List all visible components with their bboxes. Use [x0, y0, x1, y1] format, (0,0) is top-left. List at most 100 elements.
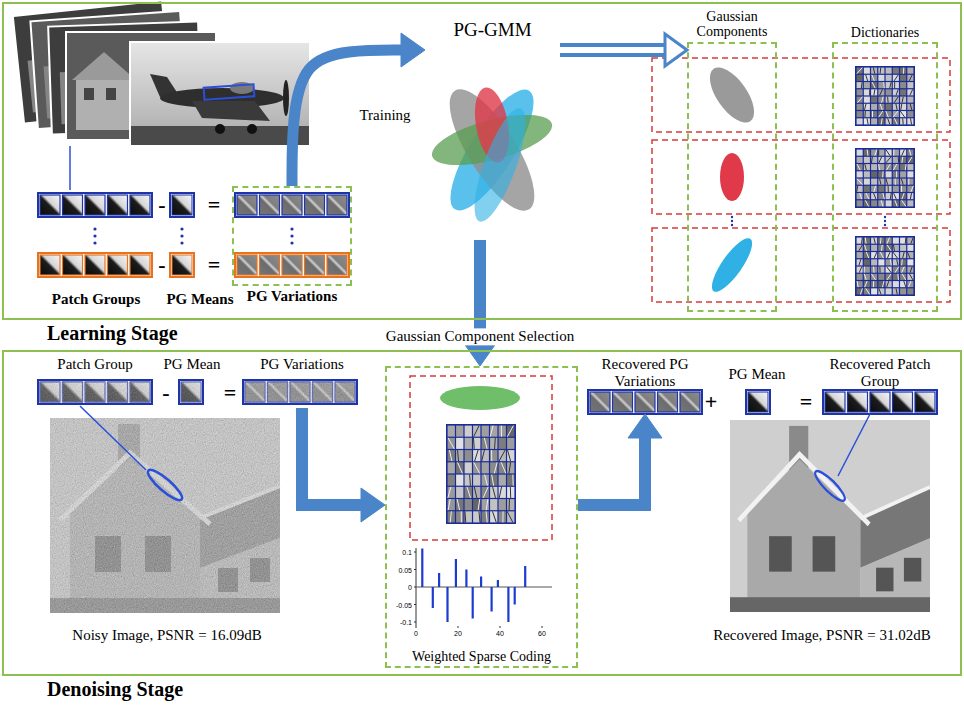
- dictionary-atom: [886, 89, 892, 95]
- atom-stripe: [890, 193, 892, 199]
- dictionary-atom: [490, 511, 497, 522]
- atom-stripe: [865, 200, 868, 206]
- dictionary-atom: [878, 252, 884, 258]
- dictionary-atom: [907, 245, 913, 251]
- atom-stripe: [507, 511, 513, 522]
- dictionary-atom: [900, 157, 906, 163]
- dictionary-atom: [907, 97, 913, 103]
- dictionary-atom: [900, 111, 906, 117]
- dictionary-atom: [507, 450, 514, 461]
- atom-stripe: [448, 487, 451, 498]
- atom-stripe: [473, 438, 475, 449]
- dictionary-atom: [465, 438, 472, 449]
- dictionary-atom: [871, 118, 877, 124]
- dictionary-atom: [886, 75, 892, 81]
- dictionary-atom: [886, 267, 892, 273]
- operator-symbol: -: [162, 382, 169, 404]
- group-mean-set: PG Mean: [722, 354, 792, 414]
- coefficient-bar: [446, 587, 448, 622]
- continuation-dot: [93, 241, 96, 244]
- dictionary-atom: [886, 252, 892, 258]
- atom-stripe: [886, 179, 888, 185]
- noise-overlay: [40, 382, 150, 402]
- plane-wing: [192, 101, 270, 121]
- coefficient-bar: [524, 566, 526, 587]
- dictionary-atom: [907, 200, 913, 206]
- dictionary-atom: [900, 259, 906, 265]
- group-mean-set: PG Means: [162, 188, 238, 310]
- atom-stripe: [896, 104, 897, 110]
- dictionary-atom: [893, 281, 899, 287]
- dictionary-atom: [878, 68, 884, 74]
- dictionary-atom: [864, 179, 870, 185]
- dictionary-atom: [499, 487, 506, 498]
- dictionary-atom: [900, 75, 906, 81]
- image-patch: [305, 255, 325, 275]
- atom-stripe: [474, 426, 479, 437]
- dictionary-atom: [857, 186, 863, 192]
- atom-stripe: [908, 157, 912, 163]
- tick-mark: [500, 626, 501, 628]
- dictionary-atoms: [446, 424, 516, 524]
- atom-stripe: [864, 111, 865, 117]
- component-column: Gaussian Components: [687, 42, 777, 312]
- dictionary-atom: [878, 111, 884, 117]
- dictionary-atom: [886, 164, 892, 170]
- coefficient-bar: [472, 587, 474, 619]
- dictionary-atom: [507, 475, 514, 486]
- axis-tick-label: 0: [408, 584, 412, 591]
- dictionary-atom: [900, 200, 906, 206]
- dictionary-atom: [893, 259, 899, 265]
- dictionary-atom: [871, 164, 877, 170]
- dictionary-atom: [878, 193, 884, 199]
- gaussian-component: [705, 233, 758, 297]
- dictionary-atom: [900, 193, 906, 199]
- dictionary-atom: [864, 186, 870, 192]
- dictionary-atom: [864, 118, 870, 124]
- atom-stripe: [894, 75, 898, 81]
- dictionary-atom: [507, 462, 514, 473]
- atom-stripe: [888, 118, 890, 124]
- atom-stripe: [866, 288, 870, 294]
- dictionary-atom: [864, 267, 870, 273]
- dictionary-atom: [871, 267, 877, 273]
- atom-stripe: [475, 450, 478, 461]
- dictionary-atom: [907, 259, 913, 265]
- atom-stripe: [490, 426, 493, 437]
- gaussian-component: [701, 60, 762, 130]
- image-patch: [130, 255, 150, 275]
- dictionary-atom: [507, 511, 514, 522]
- dictionary-atom: [907, 157, 913, 163]
- axis-tick-label: -0.05: [396, 601, 412, 608]
- atom-stripe: [509, 499, 510, 510]
- gaussian-component: [440, 386, 520, 410]
- dictionary-atom: [857, 164, 863, 170]
- image-patch: [590, 392, 610, 412]
- dictionary-atom: [871, 150, 877, 156]
- atom-stripe: [886, 111, 889, 117]
- dictionary-atom: [857, 245, 863, 251]
- dictionary-atom: [864, 193, 870, 199]
- atom-stripe: [857, 186, 858, 192]
- node-label: Dictionaries: [834, 25, 936, 40]
- dictionary-atom: [900, 104, 906, 110]
- dictionary-atom: [893, 150, 899, 156]
- atom-stripe: [502, 511, 503, 522]
- node-label: Patch Group: [36, 356, 154, 373]
- coefficient-bar: [491, 587, 493, 612]
- operator-symbol: -: [158, 194, 165, 216]
- operator-symbol: =: [224, 382, 237, 404]
- dictionary-atom: [907, 118, 913, 124]
- dictionary-atom: [473, 511, 480, 522]
- dictionary-atom: [900, 238, 906, 244]
- dictionary-atom: [900, 267, 906, 273]
- atom-stripe: [880, 238, 882, 244]
- dictionary-atom: [864, 150, 870, 156]
- dictionary-atom: [864, 252, 870, 258]
- dictionary-atom: [456, 462, 463, 473]
- tick-mark: [542, 626, 543, 628]
- dictionary-atom: [907, 75, 913, 81]
- atom-stripe: [886, 157, 891, 163]
- dictionary-atom: [871, 82, 877, 88]
- dictionary-atom: [857, 238, 863, 244]
